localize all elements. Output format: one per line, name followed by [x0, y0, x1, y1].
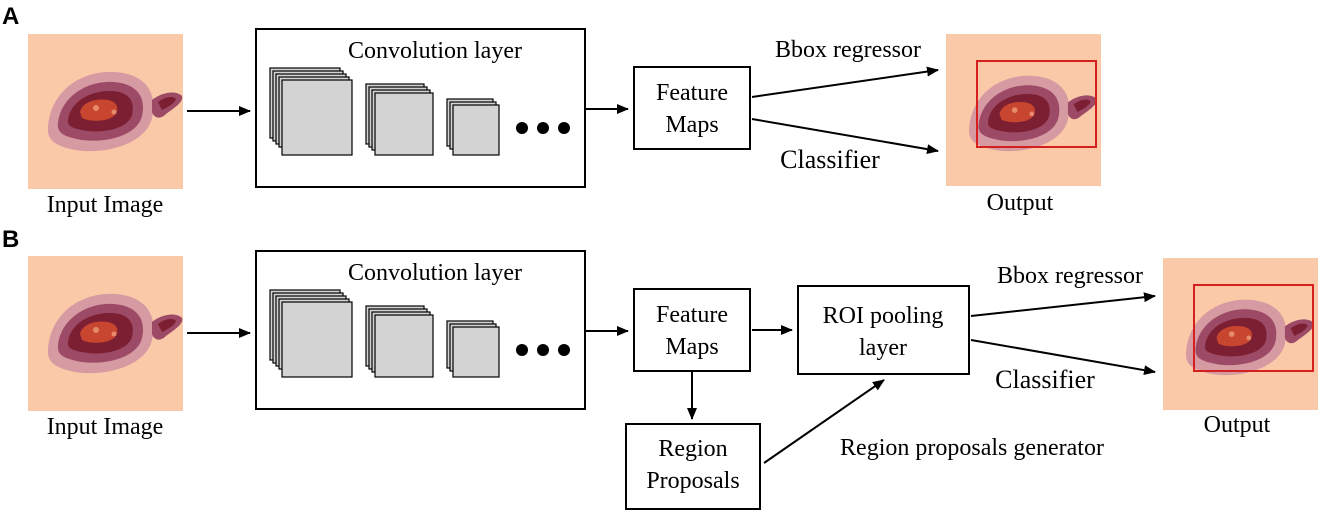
panel-b-feature-stack-medium: [365, 305, 434, 378]
panel-b-output-image: [1163, 258, 1318, 410]
panel-b-roi-line2: layer: [859, 335, 907, 361]
arrow-feature-to-bbox: [751, 66, 939, 98]
panel-a-classifier-label: Classifier: [780, 145, 880, 174]
panel-b-feature-stack-large: [269, 289, 353, 378]
panel-a-output-label: Output: [987, 190, 1054, 216]
panel-b-feature-line1: Feature: [656, 302, 728, 328]
panel-b: B Input Image Convolution layer: [2, 226, 1318, 510]
arrow-feature-to-classifier: [751, 118, 939, 155]
panel-a: A Input Image Convolution layer: [2, 3, 1101, 218]
panel-b-region-proposals-box: [625, 423, 761, 510]
panel-a-bbox-label: Bbox regressor: [775, 37, 921, 63]
panel-a-feature-line2: Maps: [665, 112, 718, 138]
panel-a-input-image: [28, 34, 183, 189]
arrow-roi-to-classifier: [970, 339, 1156, 376]
arrow-region-to-roi: [763, 379, 885, 464]
panel-b-region-line2: Proposals: [646, 468, 739, 494]
panel-b-feature-maps-box: [633, 288, 751, 372]
panel-b-input-image: [28, 256, 183, 411]
panel-b-input-label: Input Image: [47, 414, 164, 440]
panel-a-feature-stack-medium: [365, 83, 434, 156]
panel-b-output-label: Output: [1204, 412, 1271, 438]
panel-b-roi-pooling-box: [797, 285, 970, 375]
panel-b-bbox-label: Bbox regressor: [997, 263, 1143, 289]
panel-a-label: A: [2, 3, 19, 30]
detection-bounding-box: [976, 60, 1097, 148]
panel-b-label: B: [2, 226, 19, 253]
panel-a-input-label: Input Image: [47, 192, 164, 218]
panel-a-conv-label: Convolution layer: [348, 38, 522, 64]
arrow-roi-to-bbox: [970, 292, 1156, 317]
panel-b-roi-line1: ROI pooling: [823, 303, 944, 329]
panel-b-conv-label: Convolution layer: [348, 260, 522, 286]
panel-a-feature-maps-box: [633, 66, 751, 150]
panel-b-feature-line2: Maps: [665, 334, 718, 360]
panel-b-generator-label: Region proposals generator: [840, 435, 1104, 461]
panel-b-region-line1: Region: [658, 436, 727, 462]
panel-a-feature-stack-large: [269, 67, 353, 156]
panel-b-feature-stack-small: [446, 320, 500, 378]
panel-a-ellipsis-dots: [516, 122, 570, 134]
panel-a-feature-stack-small: [446, 98, 500, 156]
panel-b-classifier-label: Classifier: [995, 365, 1095, 394]
panel-a-output-image: [946, 34, 1101, 186]
detection-bounding-box: [1193, 284, 1314, 372]
panel-a-feature-line1: Feature: [656, 80, 728, 106]
panel-b-ellipsis-dots: [516, 344, 570, 356]
